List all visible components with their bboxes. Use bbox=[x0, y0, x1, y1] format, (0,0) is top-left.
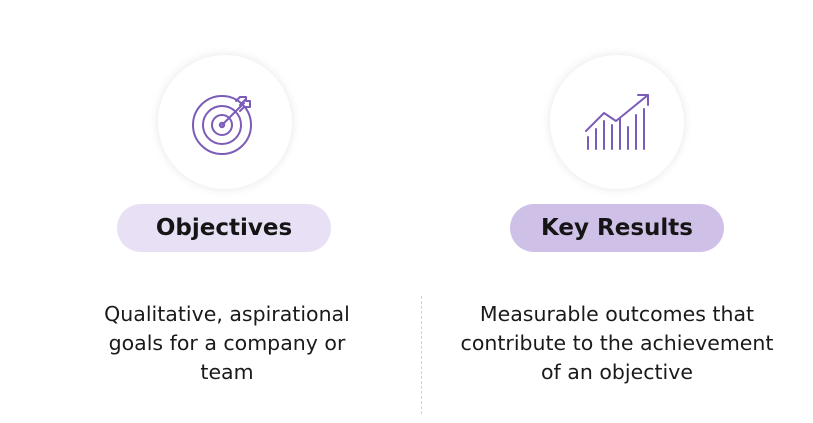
key-results-icon-circle bbox=[550, 55, 684, 189]
objectives-icon-circle bbox=[158, 55, 292, 189]
target-icon bbox=[192, 95, 252, 155]
objectives-label: Objectives bbox=[117, 204, 331, 252]
key-results-description: Measurable outcomes that contribute to t… bbox=[460, 302, 774, 384]
column-divider bbox=[421, 296, 422, 414]
key-results-label: Key Results bbox=[510, 204, 724, 252]
growth-chart-icon bbox=[585, 94, 649, 150]
objectives-description: Qualitative, aspirational goals for a co… bbox=[104, 302, 350, 384]
